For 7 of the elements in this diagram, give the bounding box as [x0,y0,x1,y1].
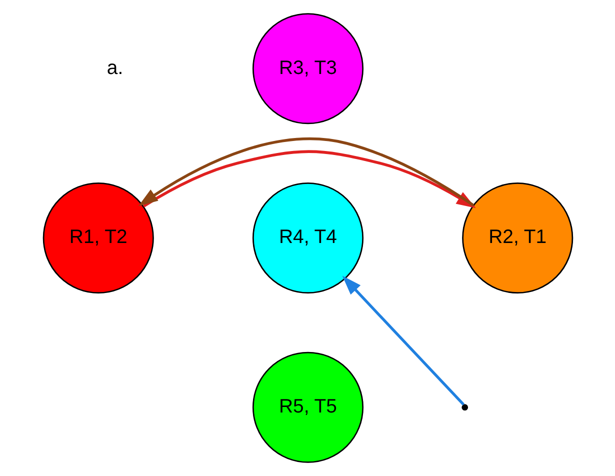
label: a. [106,56,123,79]
node-circle: R3, T3 [252,13,364,124]
arrow [342,276,464,406]
arrow [138,138,474,206]
node-circle: R5, T5 [252,352,364,463]
node-circle: R2, T1 [462,182,573,294]
node-circle: R1, T2 [42,182,154,294]
